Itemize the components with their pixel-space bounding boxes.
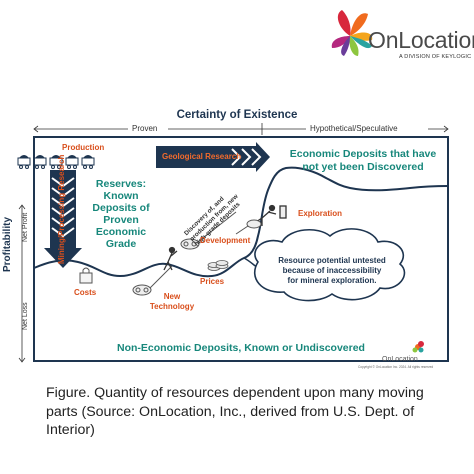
reserves-label: Reserves: Known Deposits of Proven Econo…	[92, 178, 150, 250]
economic-boundary-line	[33, 166, 449, 278]
geological-research-arrow	[156, 142, 270, 172]
figure-caption: Figure. Quantity of resources dependent …	[46, 385, 424, 438]
profitability-axis-title: Profitability	[2, 216, 13, 272]
person-pushing-icon	[163, 246, 178, 271]
new-technology-pulley-icon	[132, 211, 237, 296]
small-logo-flower-icon	[412, 341, 424, 353]
net-loss-label: Net Loss	[22, 302, 29, 330]
prices-coins-icon	[207, 260, 229, 271]
small-logo-text: OnLocation	[382, 356, 418, 363]
production-label: Production	[62, 143, 105, 152]
geological-research-label: Geological Research	[162, 152, 242, 161]
prices-label: Prices	[200, 277, 225, 286]
copyright-text: Copyright © OnLocation Inc. 2024. All ri…	[358, 365, 434, 369]
onlocation-logo-icon	[331, 10, 373, 56]
net-profit-label: Net Profit	[22, 212, 29, 242]
exploration-drill-icon	[235, 219, 262, 235]
certainty-title: Certainty of Existence	[176, 109, 298, 121]
diagram-frame	[33, 136, 449, 362]
costs-label: Costs	[74, 288, 97, 297]
person-exploring-icon	[255, 204, 287, 226]
resource-potential-cloud	[253, 228, 406, 302]
proven-arrowhead	[33, 125, 39, 133]
non-economic-label: Non-Economic Deposits, Known or Undiscov…	[117, 342, 365, 354]
exploration-label: Exploration	[298, 209, 343, 218]
costs-lock-icon	[79, 267, 93, 284]
economic-undiscovered-label: Economic Deposits that have not yet been…	[289, 148, 437, 173]
hypothetical-label: Hypothetical/Speculative	[310, 124, 398, 133]
mining-research-label: Mining/Processing Research	[57, 154, 66, 264]
development-label: Development	[200, 236, 251, 245]
resource-potential-label: Resource potential untested because of i…	[278, 256, 386, 285]
production-carts-icon	[17, 157, 95, 169]
new-technology-label: New Technology	[149, 292, 195, 311]
resource-diagram	[17, 123, 449, 363]
mining-research-arrow	[44, 170, 82, 268]
logo-tagline: A DIVISION OF KEYLOGIC	[399, 54, 472, 60]
logo-name: OnLocation	[368, 27, 474, 53]
proven-label: Proven	[132, 124, 158, 133]
hypothetical-arrowhead	[443, 125, 449, 133]
